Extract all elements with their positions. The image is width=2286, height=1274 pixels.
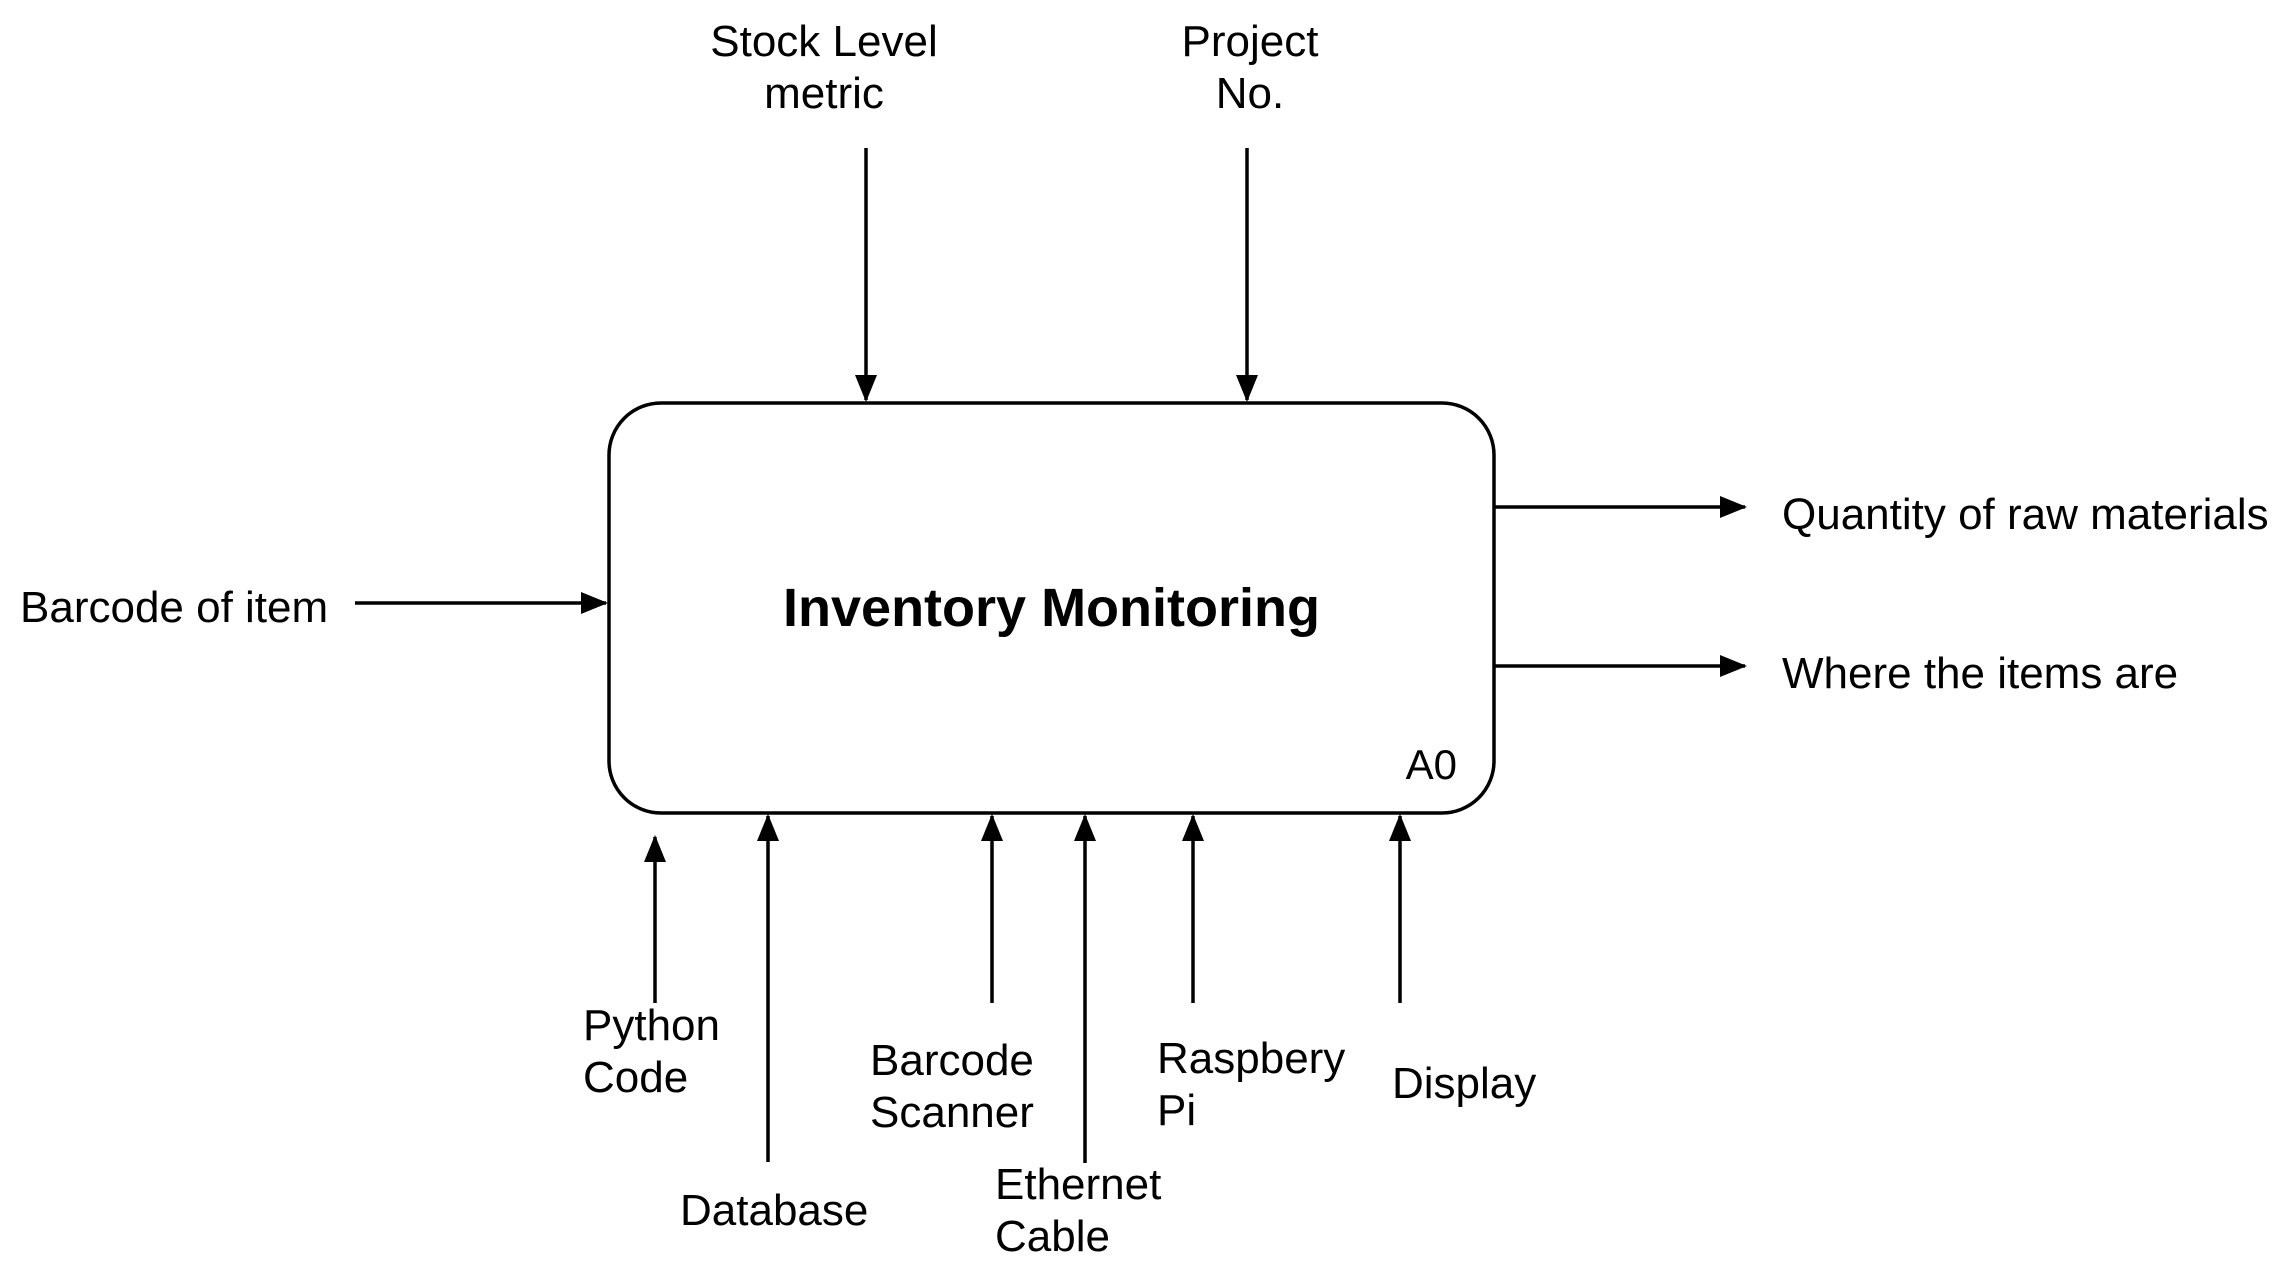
mechanism-label-display: Display	[1392, 1059, 1537, 1108]
control-label-project-no: Project No.	[1181, 17, 1319, 118]
process-node-id: A0	[1405, 741, 1457, 788]
mechanism-label-raspbery-pi: Raspbery Pi	[1157, 1034, 1346, 1135]
mechanism-label-barcode-scanner: Barcode Scanner	[870, 1036, 1034, 1137]
process-box	[607, 401, 1496, 815]
output-label-where-the-items-are: Where the items are	[1782, 649, 2179, 698]
input-label-barcode-of-item: Barcode of item	[20, 583, 329, 632]
mechanism-label-python-code: Python Code	[583, 1001, 720, 1102]
control-label-stock-level-metric: Stock Level metric	[710, 17, 938, 118]
mechanism-label-ethernet-cable: Ethernet Cable	[995, 1160, 1162, 1261]
output-label-quantity-of-raw-materials: Quantity of raw materials	[1782, 490, 2269, 539]
process-title: Inventory Monitoring	[783, 578, 1320, 638]
mechanism-label-database: Database	[680, 1186, 869, 1235]
